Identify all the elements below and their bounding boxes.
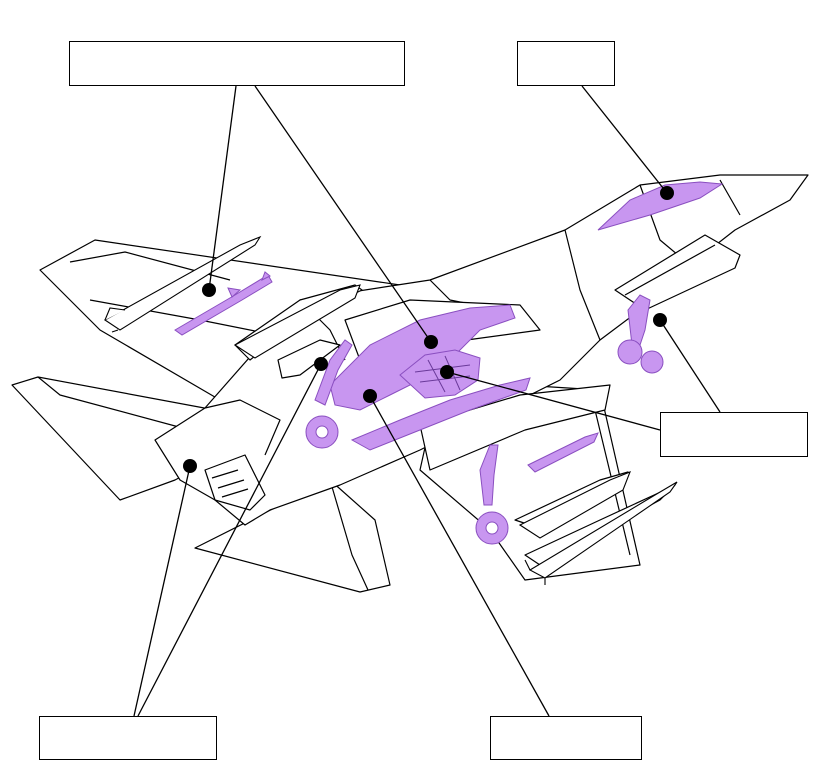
canopy-highlight	[597, 181, 724, 231]
label-box-top-left[interactable]	[69, 41, 405, 86]
marker-internal-bay	[363, 389, 377, 403]
tail-edge	[37, 376, 191, 431]
leader-bottom-left-a	[133, 465, 191, 717]
leader-top-right	[581, 85, 668, 194]
label-box-bottom-left[interactable]	[39, 716, 217, 760]
marker-engine-nozzle	[183, 459, 197, 473]
main-gear-left-hub	[315, 425, 329, 439]
leader-bottom-left-b	[137, 363, 322, 717]
marker-dots	[183, 186, 674, 473]
main-gear-center-strut	[479, 444, 499, 506]
nose-bay-door-edge	[624, 244, 716, 296]
nozzle-rings	[211, 469, 249, 498]
leader-top-left-a	[208, 85, 237, 291]
label-box-bottom-center[interactable]	[490, 716, 642, 760]
bomb-left	[233, 284, 361, 359]
wing-missile-right-highlight	[527, 432, 599, 473]
missile-left-outer	[103, 235, 262, 331]
nose-gear-wheel-2	[640, 350, 664, 374]
main-gear-center-hub	[485, 521, 499, 535]
missiles	[103, 235, 678, 585]
marker-canopy	[660, 186, 674, 200]
leader-bottom-center	[369, 395, 550, 717]
fuselage-panel-lines	[204, 179, 741, 456]
leader-mid-right-a	[659, 319, 721, 413]
marker-main-gear	[314, 357, 328, 371]
missile-right-lower-fins	[524, 559, 546, 585]
label-box-mid-right[interactable]	[660, 412, 808, 457]
wing-missile-fins	[227, 271, 271, 298]
lift-fan-highlight	[399, 349, 481, 399]
marker-weapons-bay	[424, 335, 438, 349]
ventral-fin-edge	[329, 479, 369, 591]
main-gear-left-strut	[314, 339, 353, 406]
label-box-top-right[interactable]	[517, 41, 615, 86]
weapon-bay-door-lower	[419, 384, 611, 471]
marker-lift-fan	[440, 365, 454, 379]
missile-right-lower	[528, 481, 678, 579]
marker-nose-gear	[653, 313, 667, 327]
bomb-right	[518, 471, 631, 539]
missile-left-outer-fins	[104, 307, 126, 333]
leader-lines	[133, 85, 721, 717]
nose-gear-wheel	[617, 339, 643, 365]
leader-top-left-b	[254, 85, 432, 343]
marker-wing-missile	[202, 283, 216, 297]
leader-mid-right-b	[446, 371, 661, 431]
highlighted-parts	[174, 181, 724, 545]
